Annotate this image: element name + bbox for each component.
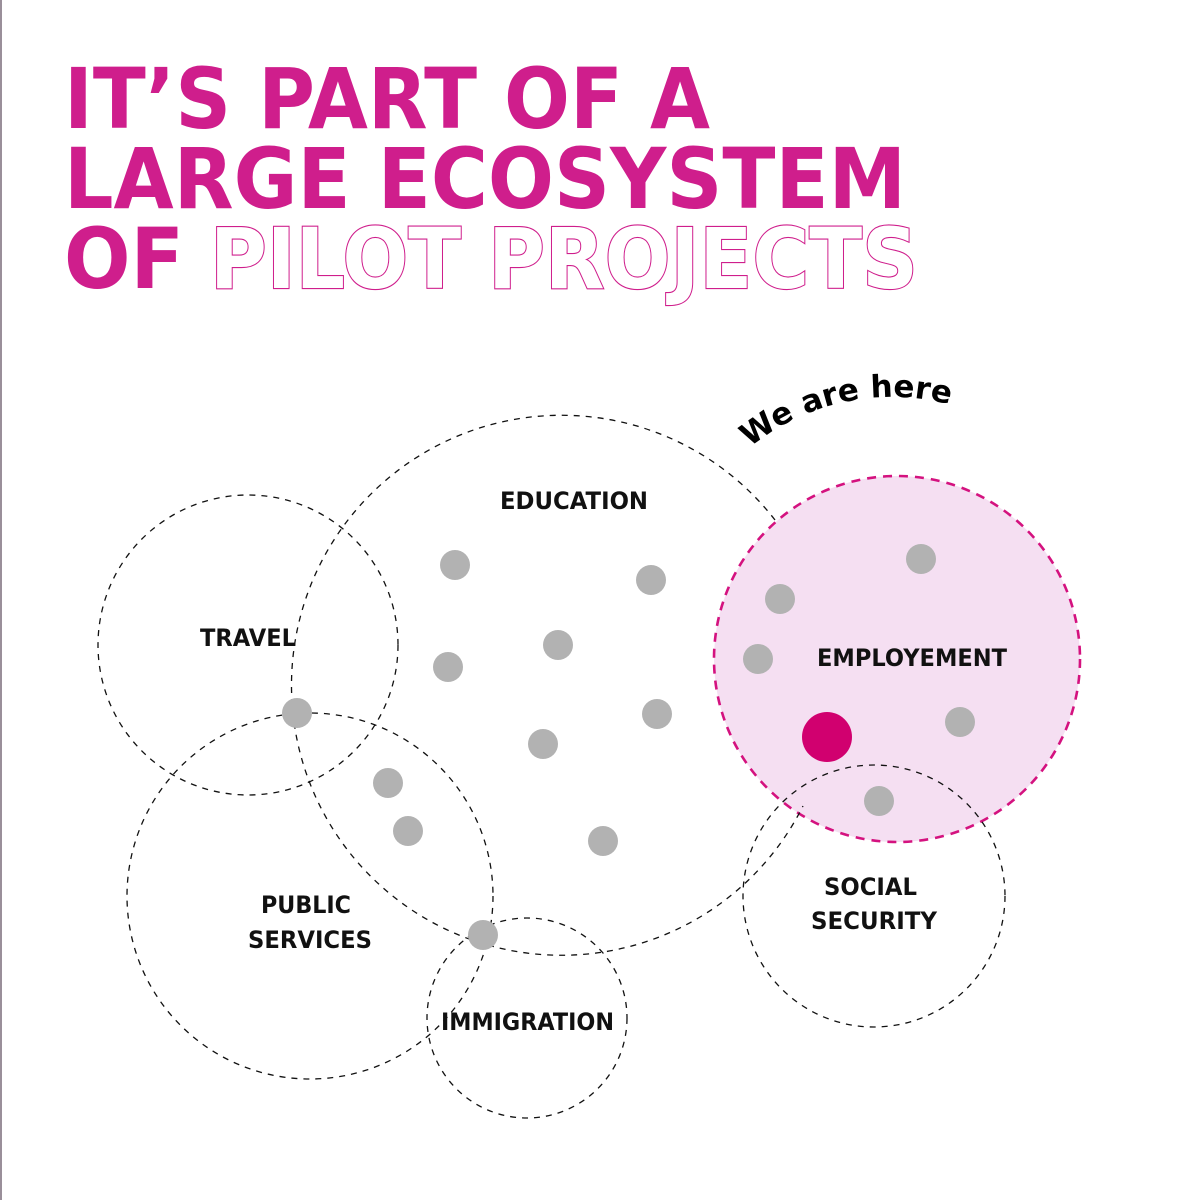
we-are-here-text: We are here	[733, 369, 955, 454]
project-dot	[282, 698, 312, 728]
page-title: IT’S PART OF A LARGE ECOSYSTEM OF PILOT …	[64, 50, 919, 309]
project-dot	[373, 768, 403, 798]
current-project-dot	[802, 712, 852, 762]
label-employment: EMPLOYEMENT	[817, 644, 1008, 672]
project-dot	[945, 707, 975, 737]
label-social-security-line1: SOCIAL	[824, 873, 917, 901]
project-dot	[906, 544, 936, 574]
domain-labels: EDUCATION TRAVEL PUBLIC SERVICES IMMIGRA…	[200, 487, 1008, 1036]
social-security-circle	[742, 764, 1006, 1028]
project-dot	[528, 729, 558, 759]
project-dot	[393, 816, 423, 846]
project-dot	[433, 652, 463, 682]
title-line-1: IT’S PART OF A	[64, 50, 710, 148]
project-dot	[642, 699, 672, 729]
immigration-circle	[426, 917, 628, 1119]
project-dots	[282, 544, 975, 950]
title-line-2: LARGE ECOSYSTEM	[64, 130, 906, 228]
project-dot	[588, 826, 618, 856]
label-immigration: IMMIGRATION	[441, 1008, 614, 1036]
title-line-3-outline: PILOT PROJECTS	[210, 210, 918, 308]
public-services-circle	[126, 712, 494, 1080]
employment-circle	[712, 474, 1082, 844]
we-are-here-callout: We are here	[733, 369, 955, 454]
project-dot	[743, 644, 773, 674]
label-social-security-line2: SECURITY	[811, 907, 938, 935]
label-public-services-line2: SERVICES	[248, 926, 372, 954]
project-dot	[440, 550, 470, 580]
label-travel: TRAVEL	[200, 624, 296, 652]
label-public-services-line1: PUBLIC	[261, 891, 351, 919]
project-dot	[864, 786, 894, 816]
project-dot	[636, 565, 666, 595]
travel-circle	[97, 494, 399, 796]
project-dot	[543, 630, 573, 660]
project-dot	[765, 584, 795, 614]
left-border-rule	[0, 0, 2, 1200]
title-line-3-solid: OF	[64, 210, 184, 308]
project-dot	[468, 920, 498, 950]
label-education: EDUCATION	[500, 487, 648, 515]
